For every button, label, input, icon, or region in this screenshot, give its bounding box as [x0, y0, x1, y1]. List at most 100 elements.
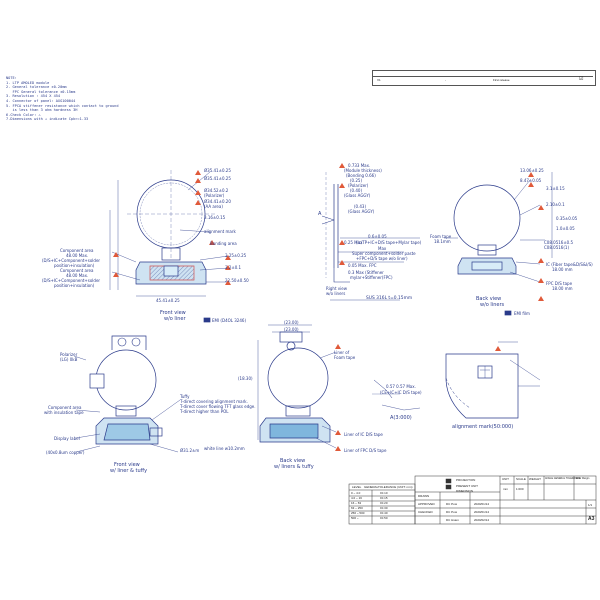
tb-name-2: DC Pow — [446, 510, 458, 514]
side-top-5: (Polarizer) — [348, 183, 369, 188]
note-line: 7.Dimensions with ⚠ indicate Cpk>=1.33 — [6, 117, 89, 122]
front-left-6: 48.00 Max. — [66, 273, 89, 278]
tolerance-cell: 250 ~ 500 — [351, 511, 365, 515]
side-view-drawing — [321, 172, 420, 301]
front-view-caption-1: Front view — [160, 310, 186, 316]
back-top-label-1: Foam tape — [430, 234, 452, 239]
detail-a-2: (CE+IC+IC D/S tape) — [380, 390, 422, 395]
tb-unit-h4: ANGLE GENERAL TOLERANCE — [545, 477, 581, 480]
side-top-3: (Bonding 0.66) — [346, 173, 376, 178]
back-top-label-2: 18.1mm — [434, 239, 451, 244]
tolerance-table-grid — [348, 483, 416, 525]
tol-header-3: TOLERANCE (UNIT: mm) — [378, 485, 413, 489]
tuffy-dim-1: Ø31.2±m — [180, 448, 200, 453]
tb-date-2: 2020/01/14 — [474, 510, 490, 514]
note-line: 6.Check Color: ⚠ — [6, 112, 41, 117]
side-mid-7: 0.05 Max. FPC — [348, 263, 377, 268]
alignment-mark-drawing — [445, 341, 541, 419]
tuffy-dim-2: white line w10.2mm — [204, 446, 245, 451]
side-top-8: (0.43) — [354, 204, 367, 209]
front-view-tuffy-drawing — [73, 335, 181, 453]
tb-symbol-3: DIMENSION — [456, 489, 474, 493]
tb-date-3: 2020/02/14 — [474, 518, 490, 522]
note-line: 5. FPCA stiffener resistance which conta… — [6, 103, 119, 108]
revision-rev: V1 — [377, 78, 381, 82]
back-top-code: EMI film — [514, 311, 530, 316]
tb-unit-v2: 1:000 — [516, 487, 524, 491]
tuffy-label-4: with insulation tape — [44, 410, 84, 415]
tuffy-right-4: T-direct higher than POL — [180, 409, 229, 414]
side-mid-1: 0.6±0.05 — [368, 234, 387, 239]
tolerance-cell: 63 ~ 250 — [351, 506, 363, 510]
back-top-dim-6: 1.0±0.05 — [556, 226, 575, 231]
back-view-top-caption-1: Back view — [476, 296, 502, 302]
tuffy-label-1: Polarizer — [60, 352, 78, 357]
liners-label-1: Liner of — [334, 350, 350, 355]
detail-a-drawing — [372, 379, 421, 411]
liners-dim-3: (18.30) — [238, 376, 253, 381]
front-dim-5: Ø34.41±0.20 — [204, 199, 231, 204]
side-top-7: (Glass AGGY) — [344, 193, 371, 198]
front-tuffy-caption-1: Front view — [114, 462, 140, 468]
back-view-liners-drawing — [257, 324, 337, 449]
detail-a-3: A(3:000) — [390, 415, 412, 421]
tb-symbol-2: PRESENT UNIT — [456, 484, 478, 488]
tb-date-1: 2020/01/14 — [474, 502, 490, 506]
tb-unit-h2: SCALE — [516, 477, 526, 481]
front-tuffy-caption-2: w/ liner & tuffy — [110, 468, 148, 474]
tuffy-label-2: (LG) 0kB — [60, 357, 78, 362]
front-left-1: Component area — [60, 248, 94, 253]
revision-desc: First release — [493, 78, 510, 82]
back-top-label-8: 18.00 mm — [552, 286, 573, 291]
side-top-6: (0.40) — [350, 188, 363, 193]
liners-label-3: Liner of IC D/S tape — [344, 432, 383, 437]
tb-size: A3 — [588, 516, 595, 522]
title-block-grid — [414, 475, 597, 525]
back-liners-caption-2: w/ liners & tuffy — [274, 464, 314, 470]
side-mid-6: +FPC+D/S tape w/o liner) — [356, 256, 408, 261]
note-line: FPC General tolerance ±0.15mm — [6, 89, 76, 94]
tolerance-cell: 16 ~ 63 — [351, 501, 362, 505]
tuffy-label-3: Component area — [48, 405, 82, 410]
back-top-dim-5: 0.35±0.05 — [556, 216, 578, 221]
front-code-label: EMI (D4OL 3246) — [212, 318, 247, 323]
note-line: 1. LTP AMOLED module — [6, 80, 50, 85]
side-material: SUS 316L t=0.15mm — [366, 296, 413, 301]
tuffy-label-6: (40x0.8um copper) — [46, 450, 85, 455]
liners-label-4: Liner of FPC D/S tape — [344, 448, 387, 453]
tb-unit-v1: mm — [503, 487, 508, 491]
front-view-caption-2: w/o liner — [164, 316, 186, 322]
back-top-dim-4: 2.10±0.1 — [546, 202, 565, 207]
tuffy-label-5: Display label — [54, 436, 80, 441]
tolerance-cell: ±0.10 — [380, 491, 388, 495]
revision-table: V1 - First release ☑ — [372, 70, 596, 86]
back-view-top-drawing — [444, 172, 553, 316]
tolerance-cell: 0 ~ 4.0 — [351, 491, 361, 495]
tb-unit-h3: WEIGHT — [529, 477, 541, 481]
tolerance-cell: ±0.20 — [380, 501, 388, 505]
front-left-5: Component area — [60, 268, 94, 273]
front-left-7: (D/S+IC+Component+solder — [42, 278, 101, 283]
tolerance-cell: ±0.50 — [380, 516, 388, 520]
tb-approve-1: DRAWN — [418, 494, 430, 498]
liners-dim-2: (23.00) — [284, 327, 299, 332]
side-mid-9: mylar+Stiffener(FPC) — [350, 275, 393, 280]
front-left-2: 48.00 Max. — [66, 253, 89, 258]
front-dim-9: Bonding area — [210, 241, 237, 246]
side-mid-2: 0.25 Max — [344, 240, 363, 245]
liners-dim-1: (23.00) — [284, 320, 299, 325]
tuffy-right-1: Tuffy — [180, 394, 190, 399]
tb-name-3: DC Hsien — [446, 518, 459, 522]
front-dim-3: Ø34.52±0.2 — [204, 188, 229, 193]
back-top-label-3: C08.0516±0.5 — [544, 240, 574, 245]
side-top-9: (Glass AGGY) — [348, 209, 375, 214]
side-mid-8: 0.3 Max (Stiffener — [348, 270, 384, 275]
revision-dash: - — [445, 78, 446, 82]
tb-approve-3: CHECKED — [418, 510, 433, 514]
tuffy-right-3: T-direct cover flowing TFT glass edge. — [180, 404, 256, 409]
side-tag: A — [318, 211, 322, 217]
front-dim-1: Ø35.41±0.25 — [204, 168, 231, 173]
back-top-dim-2: 8.47±0.05 — [520, 178, 542, 183]
